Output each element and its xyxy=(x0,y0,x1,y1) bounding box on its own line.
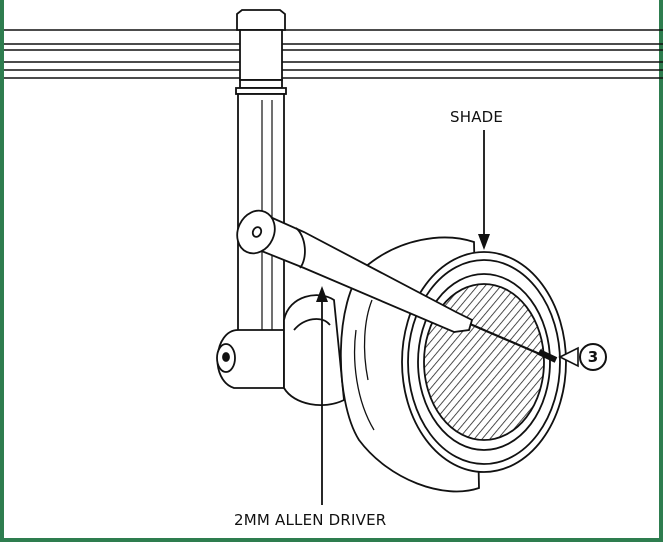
stem-knuckle xyxy=(216,329,285,389)
allen-driver-label: 2MM ALLEN DRIVER xyxy=(234,511,387,529)
track-adapter xyxy=(235,9,287,95)
track-rail xyxy=(4,29,663,79)
fixture-illustration: 3 xyxy=(4,9,663,505)
callout-3: 3 xyxy=(558,343,607,371)
allen-driver-tool xyxy=(236,209,558,363)
callout-number: 3 xyxy=(588,348,598,366)
yoke-bracket xyxy=(283,294,345,407)
shade-leader xyxy=(478,130,490,250)
driver-leader xyxy=(316,286,328,505)
shade-label: SHADE xyxy=(450,108,504,126)
